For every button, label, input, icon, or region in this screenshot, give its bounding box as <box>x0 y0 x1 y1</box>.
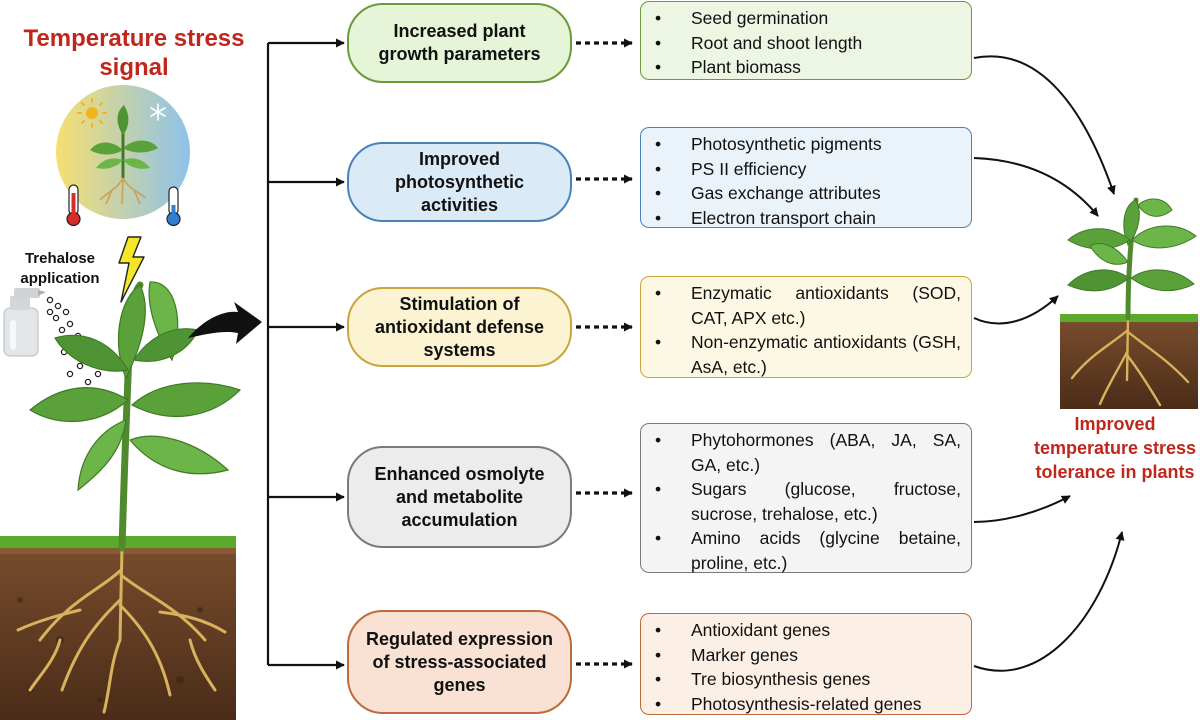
application-label: Trehalose application <box>20 250 100 287</box>
temperature-stress-icon <box>56 85 190 227</box>
detail-item: Root and shoot length <box>647 31 961 56</box>
dotted-connectors <box>576 38 633 669</box>
detail-item: Photosynthesis-related genes <box>647 692 961 717</box>
cold-thermometer-icon <box>166 186 181 227</box>
detail-item: Marker genes <box>647 643 961 668</box>
detail-item: Electron transport chain <box>647 206 961 231</box>
snowflake-icon <box>150 103 166 121</box>
outcome-connectors <box>973 55 1125 672</box>
detail-item: Non-enzymatic antioxidants (GSH, AsA, et… <box>647 330 961 379</box>
hot-thermometer-icon <box>66 184 81 227</box>
category-photosynthesis-title: Improved photosynthetic activities <box>395 148 524 215</box>
sun-icon <box>77 98 107 128</box>
detail-item: Tre biosynthesis genes <box>647 667 961 692</box>
detail-box-photosynthesis: Photosynthetic pigments PS II efficiency… <box>640 127 972 231</box>
seedling-icon <box>90 105 158 205</box>
category-growth: Increased plant growth parameters <box>347 3 572 83</box>
detail-box-osmolyte: Phytohormones (ABA, JA, SA, GA, etc.) Su… <box>640 423 972 573</box>
curved-arrow-icon <box>188 302 262 344</box>
category-antioxidant: Stimulation of antioxidant defense syste… <box>347 287 572 367</box>
detail-box-genes: Antioxidant genes Marker genes Tre biosy… <box>640 613 972 717</box>
detail-item: Plant biomass <box>647 55 961 80</box>
category-osmolyte: Enhanced osmolyte and metabolite accumul… <box>347 446 572 548</box>
category-growth-title: Increased plant growth parameters <box>378 21 541 64</box>
outcome-label: Improved temperature stress tolerance in… <box>1033 414 1197 482</box>
branching-connectors <box>266 38 345 670</box>
detail-item: Sugars (glucose, fructose, sucrose, treh… <box>647 477 961 526</box>
detail-box-antioxidant: Enzymatic antioxidants (SOD, CAT, APX et… <box>640 276 972 378</box>
signal-title: Temperature stress signal <box>23 25 245 81</box>
detail-item: Gas exchange attributes <box>647 181 961 206</box>
category-photosynthesis: Improved photosynthetic activities <box>347 142 572 222</box>
detail-item: Phytohormones (ABA, JA, SA, GA, etc.) <box>647 428 961 477</box>
spray-bottle-icon <box>3 288 102 386</box>
category-antioxidant-title: Stimulation of antioxidant defense syste… <box>374 293 545 360</box>
treated-plant-illustration <box>0 281 242 720</box>
detail-item: Amino acids (glycine betaine, proline, e… <box>647 526 961 575</box>
tolerant-plant-illustration <box>1060 197 1198 409</box>
detail-box-growth: Seed germination Root and shoot length P… <box>640 1 972 80</box>
detail-item: Antioxidant genes <box>647 618 961 643</box>
lightning-icon <box>118 236 145 303</box>
category-genes: Regulated expression of stress-associate… <box>347 610 572 714</box>
category-osmolyte-title: Enhanced osmolyte and metabolite accumul… <box>374 463 545 530</box>
category-genes-title: Regulated expression of stress-associate… <box>365 628 554 695</box>
detail-item: PS II efficiency <box>647 157 961 182</box>
detail-item: Seed germination <box>647 6 961 31</box>
detail-item: Enzymatic antioxidants (SOD, CAT, APX et… <box>647 281 961 330</box>
detail-item: Photosynthetic pigments <box>647 132 961 157</box>
